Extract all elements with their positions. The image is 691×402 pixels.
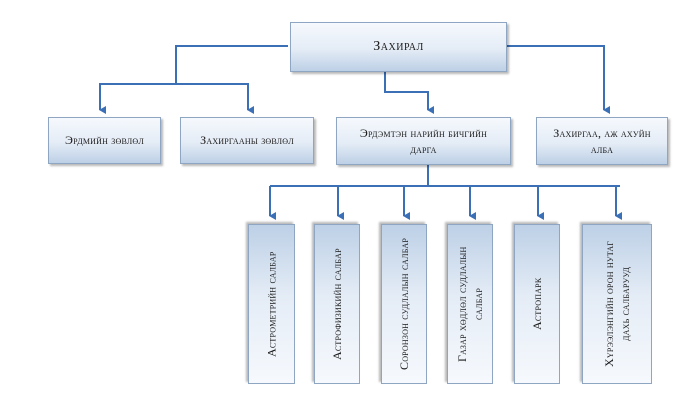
director-box: Захирал xyxy=(290,22,507,72)
scientific-secretary-box: Эрдэмтэн нарийн бичгийн дарга xyxy=(336,117,511,165)
department-box-astropark: Астропарк xyxy=(514,224,560,384)
connector-director-secretary xyxy=(384,72,434,114)
department-label: Астрофизикийн салбар xyxy=(329,248,344,360)
admin-office-label: Захиргаа, аж ахуйн алба xyxy=(553,125,651,156)
department-label: Соронзон судлалын салбар xyxy=(396,237,411,371)
department-box-seismology: Газар хөдлөл судлалын салбар xyxy=(447,224,493,384)
admin-office-box: Захиргаа, аж ахуйн алба xyxy=(536,117,668,165)
management-council-box: Захиргааны зөвлөл xyxy=(180,117,314,164)
department-box-regional-branches: Хүрээлэнгийн орон нутаг дахь салбарууд xyxy=(582,224,652,384)
department-label: Астрометрийн салбар xyxy=(264,251,279,357)
department-label: Астропарк xyxy=(529,277,544,331)
research-council-box: Эрдмийн зөвлөл xyxy=(48,117,161,164)
department-box-astrometry: Астрометрийн салбар xyxy=(248,224,295,384)
department-box-astrophysics: Астрофизикийн салбар xyxy=(314,224,360,384)
department-box-geomagnetism: Соронзон судлалын салбар xyxy=(381,224,427,384)
connector-director-admin xyxy=(507,45,610,114)
scientific-secretary-label: Эрдэмтэн нарийн бичгийн дарга xyxy=(359,125,488,156)
research-council-label: Эрдмийн зөвлөл xyxy=(65,133,144,148)
director-label: Захирал xyxy=(373,38,424,54)
department-label: Газар хөдлөл судлалын салбар xyxy=(454,246,485,362)
connector-director-left xyxy=(175,45,288,72)
connector-councils-bar xyxy=(99,83,249,96)
management-council-label: Захиргааны зөвлөл xyxy=(200,133,294,148)
department-label: Хүрээлэнгийн орон нутаг дахь салбарууд xyxy=(601,240,632,368)
